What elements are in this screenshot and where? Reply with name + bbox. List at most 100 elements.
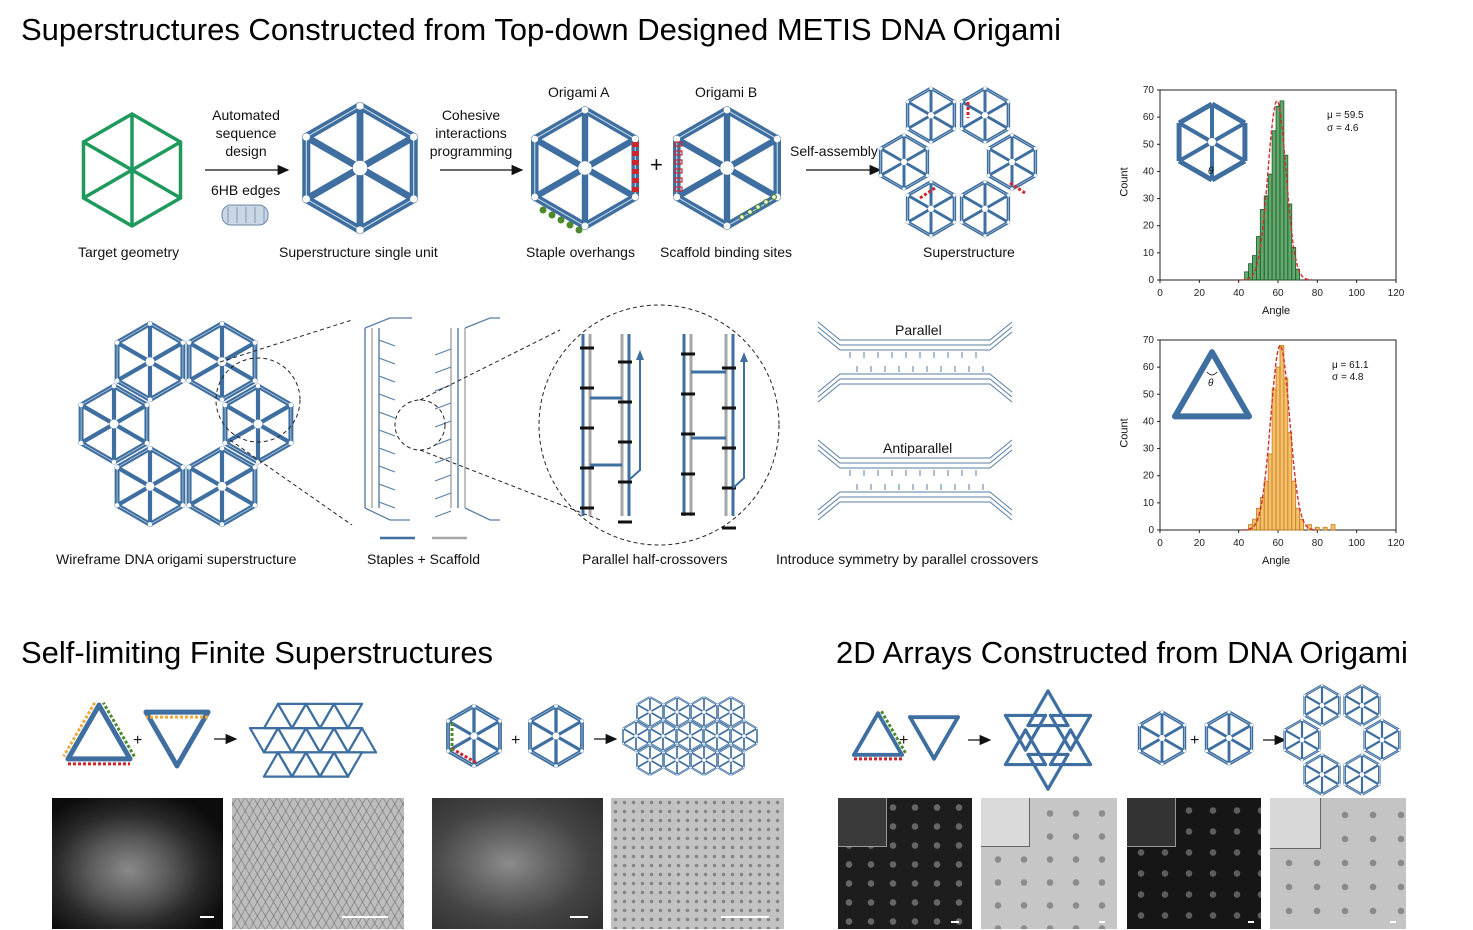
finite-hexagon-superstructure (622, 696, 758, 776)
overhang-orange (62, 701, 96, 758)
y-tick-label: 0 (1148, 275, 1154, 286)
tiled-hexagon (622, 720, 650, 752)
tiled-hexagon (690, 696, 718, 728)
tiled-triangle (248, 727, 280, 754)
ring-hexagon (1363, 718, 1401, 762)
histogram-bar (1322, 526, 1328, 531)
superstructure-unit (905, 180, 957, 238)
gaussian-fit-curve (1240, 99, 1313, 281)
origami-b-label: Origami B (695, 84, 758, 100)
self-assembly-label: Self-assembly (790, 143, 878, 159)
tiled-triangle (290, 751, 322, 778)
x-tick-label: 40 (1233, 288, 1245, 299)
overhang-red-marker (632, 169, 639, 174)
y-tick-label: 20 (1143, 221, 1155, 232)
histogram-bar (1248, 263, 1253, 281)
histogram-bar (1271, 130, 1277, 281)
tiled-triangle (290, 727, 322, 754)
overhang-green-marker (557, 216, 565, 224)
histogram-bar (1299, 518, 1304, 531)
array-hexagon-a (1137, 710, 1187, 766)
ring-hexagon (1343, 753, 1381, 796)
finite-triangle-superstructure (248, 702, 378, 778)
origami-a (531, 106, 639, 230)
finite-triangle-a (65, 702, 133, 762)
ring-triangle (1026, 689, 1070, 728)
array-triangle-a (852, 711, 904, 757)
superstructure-unit (905, 86, 957, 144)
junction-red (1009, 181, 1026, 195)
plus-sign-b4: + (1190, 732, 1200, 749)
histogram-bar (1291, 480, 1297, 531)
scale-bar (951, 921, 959, 923)
tiled-hexagon (717, 696, 745, 728)
tiled-triangle (346, 727, 378, 754)
binding-site-red (674, 186, 683, 192)
half-crossovers-caption: Parallel half-crossovers (582, 551, 728, 567)
tiled-hexagon (717, 744, 745, 776)
overhang-red-marker (632, 187, 639, 192)
y-tick-label: 60 (1143, 362, 1155, 373)
origami-b (673, 106, 781, 230)
histogram-bar (1275, 366, 1281, 531)
zoom-line (219, 319, 353, 363)
tiled-triangle (262, 702, 294, 730)
finite-section-title: Self-limiting Finite Superstructures (21, 635, 494, 670)
binding-site-red (674, 159, 683, 165)
chart2-ylabel: Count (1118, 418, 1131, 448)
tiled-triangle (332, 727, 364, 754)
histogram-bar (1283, 377, 1289, 531)
inset (981, 798, 1030, 847)
superstructure-unit (186, 445, 258, 527)
binding-site-green (746, 208, 754, 216)
y-tick-label: 20 (1143, 471, 1155, 482)
superstructure-caption: Superstructure (923, 244, 1015, 260)
overhang-green-marker (539, 206, 547, 214)
scaffold-binding-caption: Scaffold binding sites (660, 244, 793, 260)
y-tick-label: 30 (1143, 444, 1155, 455)
zoom-line (419, 329, 561, 401)
ring-triangle (1048, 728, 1093, 767)
chart1-theta: θ (1208, 166, 1214, 177)
gaussian-fit-curve (1242, 344, 1318, 531)
overhang-red (449, 746, 477, 764)
tiled-triangle (276, 727, 308, 754)
superstructure-unit (78, 383, 150, 465)
binding-site-green (762, 198, 770, 206)
overhang-green-marker (548, 211, 556, 219)
binding-site-red (674, 168, 683, 174)
x-tick-label: 80 (1312, 288, 1324, 299)
tiled-triangle (262, 727, 294, 754)
histogram-bar (1263, 480, 1269, 531)
superstructure-unit (114, 445, 186, 527)
micrograph-afm-triangles (52, 798, 223, 929)
micrograph-afm-triangle-arrays (838, 798, 972, 929)
micrograph-tem-triangles (232, 798, 404, 929)
top-row-diagrams (81, 86, 1038, 238)
finite-hexagon-a (446, 704, 502, 768)
y-tick-label: 60 (1143, 112, 1155, 123)
x-tick-label: 60 (1272, 538, 1284, 549)
finite-triangle-b (143, 709, 211, 769)
array-triangle-ring (1003, 689, 1093, 791)
tiled-triangle (304, 727, 336, 754)
overhang-red-marker (632, 178, 639, 183)
symmetry-caption: Introduce symmetry by parallel crossover… (776, 551, 1039, 567)
histogram-bar (1330, 524, 1336, 531)
cohesive-interactions-label: Cohesive interactions programming (429, 107, 513, 159)
chart1-sigma: σ = 4.6 (1327, 123, 1359, 134)
histogram-bar (1295, 268, 1301, 281)
x-tick-label: 80 (1312, 538, 1324, 549)
ring-hexagon (1303, 753, 1341, 796)
wireframe-superstructure-large (78, 321, 301, 527)
array-hexagon-b (1204, 710, 1254, 766)
histogram-bar (1275, 105, 1281, 281)
x-tick-label: 0 (1157, 288, 1163, 299)
superstructure-unit (114, 321, 186, 403)
target-geometry-caption: Target geometry (78, 244, 180, 260)
x-tick-label: 120 (1388, 288, 1405, 299)
array-hexagon-ring (1283, 684, 1401, 796)
